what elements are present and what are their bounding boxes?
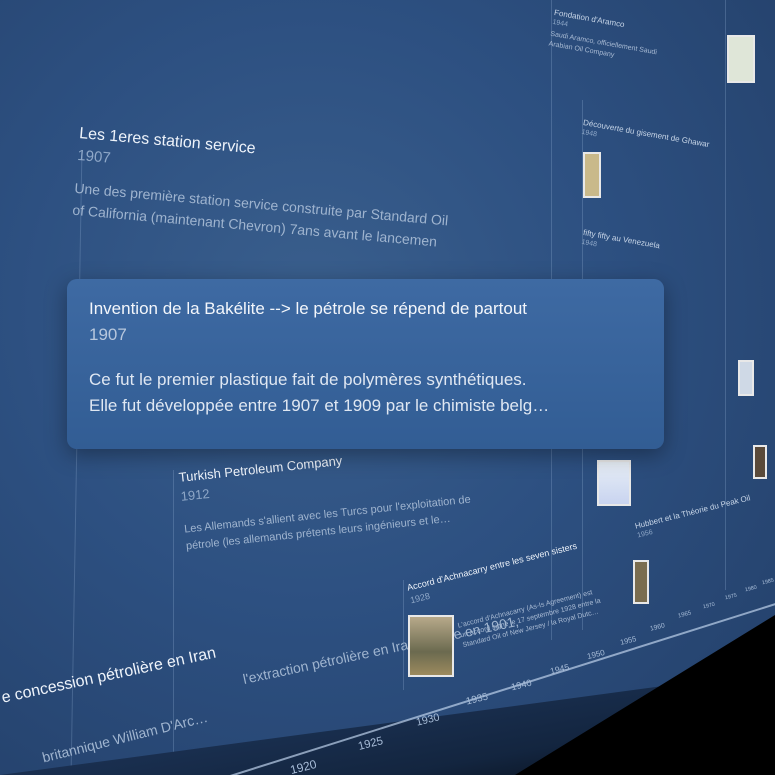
event-thumbnail-image[interactable] [738, 360, 754, 396]
event-thumbnail-image[interactable] [727, 35, 755, 83]
axis-tick-label: 1955 [619, 634, 638, 647]
timeline-event-turkish[interactable]: Turkish Petroleum Company 1912 Les Allem… [178, 440, 473, 556]
axis-tick-label: 1970 [702, 601, 716, 611]
axis-tick-label: 1965 [677, 610, 692, 620]
focused-event-card[interactable]: Invention de la Bakélite --> le pétrole … [67, 279, 664, 449]
timeline-event-aramco[interactable]: Fondation d'Aramco 1944 Saudi Aramco, of… [548, 8, 673, 70]
axis-tick-label: 1980 [744, 584, 758, 594]
axis-tick-label: 1975 [724, 592, 738, 602]
timeline-event-hubbert[interactable]: Hubbert et la Théorie du Peak Oil 1956 [634, 493, 753, 539]
axis-tick-label: 1945 [549, 661, 571, 677]
axis-tick-label: 1960 [649, 622, 666, 633]
timeline-event-venezuela[interactable]: fifty fifty au Venezuela 1948 [581, 228, 661, 259]
event-thumbnail-image[interactable] [753, 445, 767, 479]
focused-event-description: Ce fut le premier plastique fait de poly… [89, 367, 642, 420]
event-thumbnail-image[interactable] [583, 152, 601, 198]
focused-event-title: Invention de la Bakélite --> le pétrole … [89, 299, 528, 318]
event-guide-line [725, 0, 726, 590]
focused-event-desc-line: Elle fut développée entre 1907 et 1909 p… [89, 396, 550, 416]
axis-tick-label: 1935 [465, 691, 490, 708]
event-thumbnail-image[interactable] [633, 560, 649, 604]
axis-tick-label: 1985 [761, 577, 775, 587]
event-description: Les Allemands s'allient avec les Turcs p… [183, 492, 473, 556]
timeline-event-stations[interactable]: Les 1eres station service 1907 Une des p… [72, 125, 454, 254]
focused-event-year: 1907 [89, 325, 127, 344]
focused-event-desc-line: Ce fut le premier plastique fait de poly… [89, 370, 527, 389]
event-guide-line [403, 580, 404, 690]
event-guide-line [173, 470, 174, 775]
event-thumbnail-image[interactable] [597, 460, 631, 506]
event-thumbnail-image[interactable] [408, 615, 454, 677]
axis-tick-label: 1940 [510, 677, 533, 693]
off-screen-area [515, 615, 775, 775]
